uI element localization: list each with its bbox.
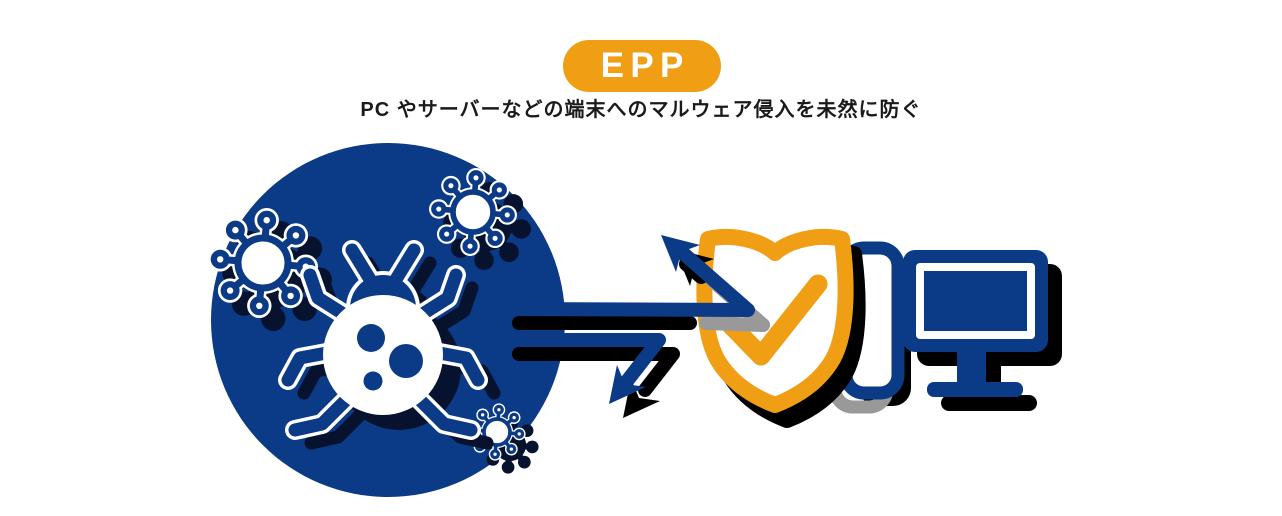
epp-badge: EPP [563, 40, 721, 92]
shield-check-icon [696, 228, 866, 428]
bug-icon [278, 240, 501, 450]
monitor-icon [903, 250, 1062, 411]
attack-arrow-icon [498, 235, 770, 418]
epp-badge-label: EPP [600, 46, 690, 85]
diagram-subtitle: PC やサーバーなどの端末へのマルウェア侵入を未然に防ぐ [360, 99, 922, 121]
